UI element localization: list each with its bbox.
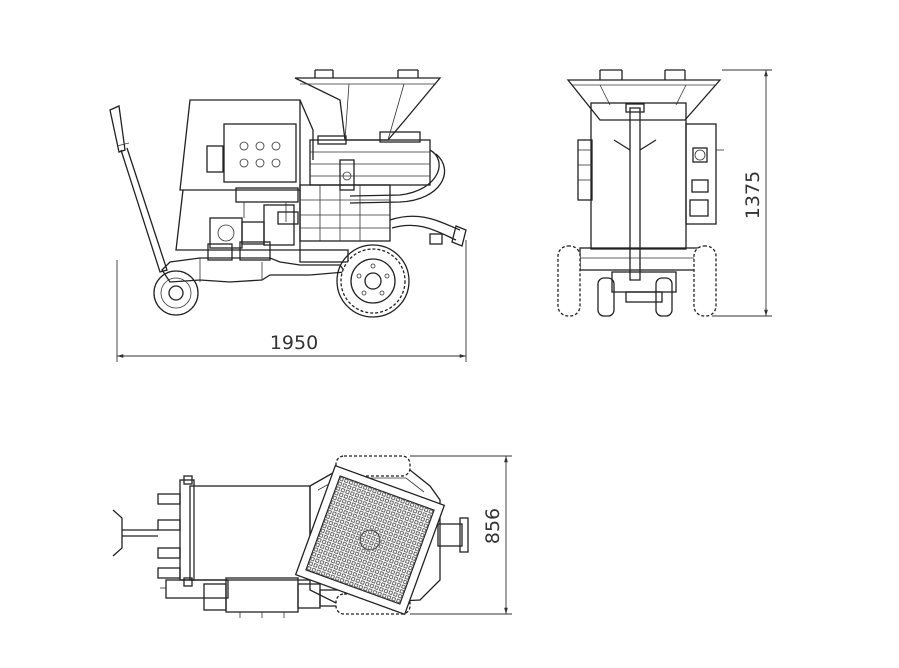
front-body (577, 102, 724, 250)
tow-handle (109, 105, 168, 273)
rotor-assembly (299, 131, 431, 242)
width-label: 856 (482, 508, 504, 544)
length-label: 1950 (270, 332, 318, 354)
width-dimension: 856 (410, 455, 512, 615)
air-hose (349, 149, 467, 247)
hopper-grate (294, 464, 446, 616)
top-outlet (437, 517, 469, 553)
side-view: 1950 (109, 69, 467, 362)
main-wheel (336, 244, 410, 318)
motor (209, 187, 299, 249)
height-label: 1375 (742, 171, 764, 219)
front-right-tire (693, 245, 717, 317)
front-small-wheels (597, 277, 673, 317)
top-handle (112, 509, 158, 557)
front-view: 1375 (557, 69, 772, 317)
top-motor-parts (160, 577, 347, 618)
control-buttons (239, 141, 281, 168)
front-hopper (566, 69, 722, 121)
height-dimension: 1375 (712, 69, 772, 317)
front-wheel (153, 270, 199, 316)
length-dimension: 1950 (116, 240, 467, 362)
front-chassis (579, 247, 711, 303)
front-left-tire (557, 245, 581, 317)
top-housing (157, 475, 311, 587)
front-handle (613, 103, 657, 281)
top-view: 856 (112, 455, 512, 618)
motor-housing (175, 99, 314, 251)
hopper (294, 69, 442, 141)
top-wheel-upper (335, 455, 411, 477)
